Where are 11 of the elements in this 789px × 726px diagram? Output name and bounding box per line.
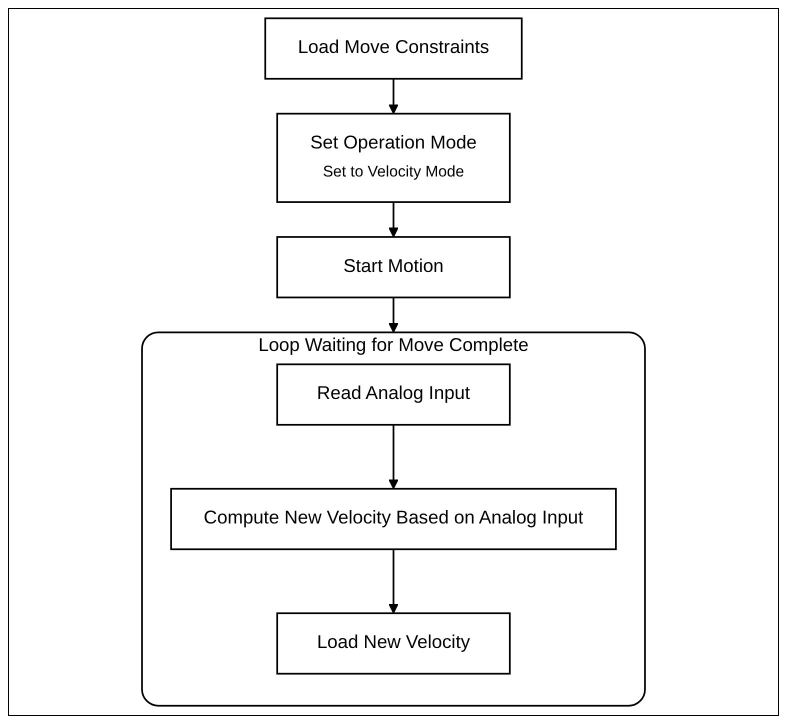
node-box: Load Move Constraints: [264, 17, 523, 80]
arrow: [388, 297, 399, 333]
node-box: Compute New Velocity Based on Analog Input: [170, 488, 617, 550]
node-box: Load New Velocity: [276, 612, 511, 675]
arrow: [388, 424, 399, 490]
arrow: [388, 202, 399, 238]
node-box: Read Analog Input: [276, 363, 511, 426]
arrow: [388, 78, 399, 114]
node-box: Set Operation Mode Set to Velocity Mode: [276, 112, 511, 203]
node-box: Start Motion: [276, 236, 511, 298]
arrow: [388, 549, 399, 614]
